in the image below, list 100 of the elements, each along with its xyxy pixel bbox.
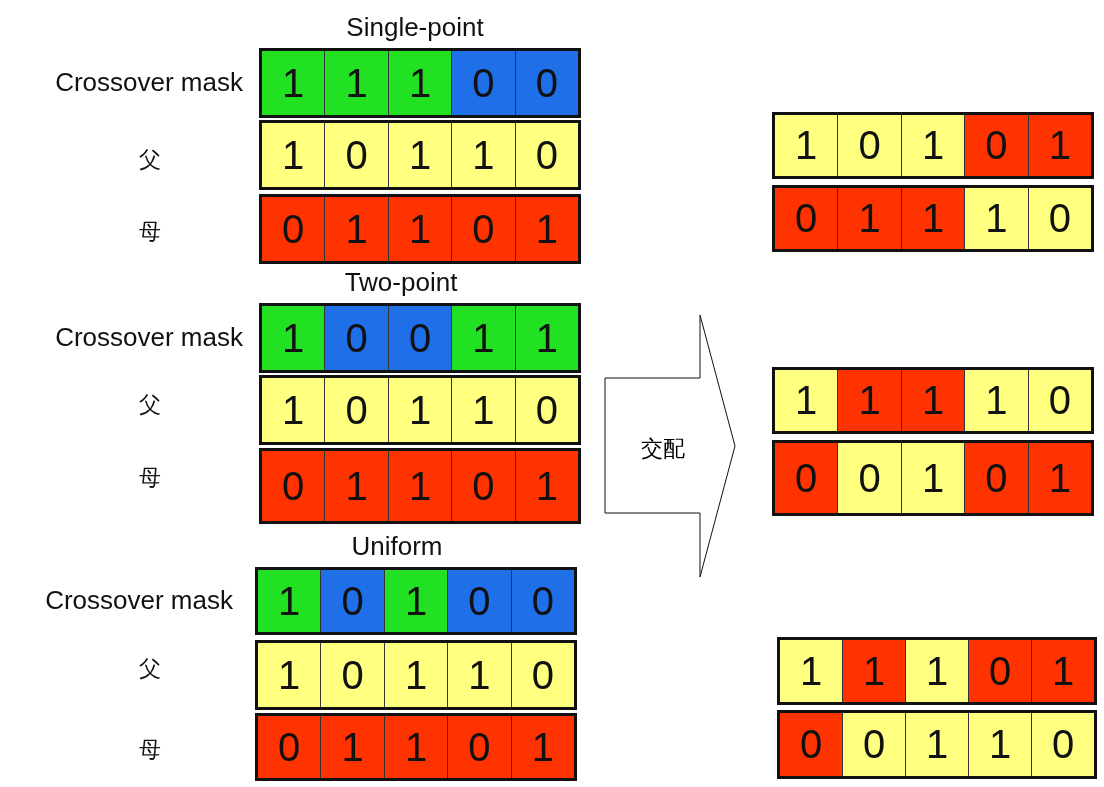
bit-cell: 1 xyxy=(838,188,902,249)
bit-cell: 0 xyxy=(262,197,326,261)
bit-cell: 0 xyxy=(780,713,843,776)
row-label: Crossover mask xyxy=(55,67,243,99)
bit-cell: 1 xyxy=(901,370,966,431)
bit-cell: 0 xyxy=(325,378,389,442)
bit-cell: 1 xyxy=(388,197,453,261)
arrow-label: 交配 xyxy=(641,435,685,463)
bit-cell: 1 xyxy=(388,451,453,521)
row-label: 母 xyxy=(139,735,161,764)
bit-cell: 1 xyxy=(262,123,326,187)
bit-cell: 0 xyxy=(843,713,906,776)
row-label: Crossover mask xyxy=(45,585,233,617)
section-title: Uniform xyxy=(351,531,443,563)
bit-cell: 1 xyxy=(515,451,579,521)
row-label: 母 xyxy=(139,217,161,246)
bit-cell: 0 xyxy=(1028,188,1092,249)
bit-cell: 0 xyxy=(511,570,575,632)
bit-cell: 1 xyxy=(452,378,516,442)
bit-cell: 1 xyxy=(843,640,906,702)
bit-cell: 0 xyxy=(452,51,516,115)
bit-string-bar xyxy=(255,567,577,635)
bit-cell: 1 xyxy=(515,197,579,261)
bit-cell: 0 xyxy=(452,451,516,521)
bit-cell: 0 xyxy=(965,443,1029,513)
bit-string-bar xyxy=(777,637,1097,705)
bit-string-bar xyxy=(259,48,581,118)
bit-string-bar xyxy=(259,303,581,373)
bit-cell: 1 xyxy=(901,443,966,513)
bit-cell: 1 xyxy=(906,713,969,776)
bit-cell: 1 xyxy=(384,716,449,778)
bit-cell: 1 xyxy=(388,51,453,115)
bit-cell: 1 xyxy=(262,306,326,370)
bit-cell: 1 xyxy=(1028,443,1092,513)
bit-cell: 1 xyxy=(388,378,453,442)
bit-cell: 0 xyxy=(448,716,512,778)
bit-cell: 1 xyxy=(901,188,966,249)
bit-cell: 1 xyxy=(901,115,966,176)
bit-cell: 1 xyxy=(452,123,516,187)
bit-cell: 0 xyxy=(1028,370,1092,431)
bit-string-bar xyxy=(259,120,581,190)
bit-string-bar xyxy=(259,375,581,445)
bit-cell: 0 xyxy=(969,640,1032,702)
bit-cell: 0 xyxy=(1032,713,1094,776)
bit-string-bar xyxy=(772,440,1094,516)
bit-cell: 1 xyxy=(780,640,843,702)
bit-cell: 1 xyxy=(384,643,449,707)
bit-string-bar xyxy=(772,112,1094,179)
bit-cell: 1 xyxy=(1028,115,1092,176)
bit-cell: 1 xyxy=(838,370,902,431)
bit-string-bar xyxy=(772,367,1094,434)
section-title: Two-point xyxy=(344,267,458,299)
bit-cell: 1 xyxy=(775,115,839,176)
bit-cell: 1 xyxy=(775,370,839,431)
bit-cell: 0 xyxy=(262,451,326,521)
bit-cell: 1 xyxy=(511,716,575,778)
bit-cell: 0 xyxy=(325,306,389,370)
bit-cell: 0 xyxy=(321,643,385,707)
bit-string-bar xyxy=(255,640,577,710)
bit-cell: 0 xyxy=(838,443,902,513)
bit-cell: 1 xyxy=(325,51,389,115)
bit-cell: 1 xyxy=(262,378,326,442)
bit-cell: 1 xyxy=(325,197,389,261)
bit-cell: 0 xyxy=(258,716,322,778)
bit-string-bar xyxy=(777,710,1097,779)
bit-cell: 0 xyxy=(515,123,579,187)
bit-string-bar xyxy=(255,713,577,781)
bit-cell: 0 xyxy=(515,51,579,115)
bit-cell: 1 xyxy=(384,570,449,632)
row-label: 母 xyxy=(139,463,161,492)
bit-cell: 1 xyxy=(965,370,1029,431)
bit-cell: 1 xyxy=(321,716,385,778)
bit-cell: 1 xyxy=(448,643,512,707)
bit-cell: 1 xyxy=(1032,640,1094,702)
bit-cell: 1 xyxy=(515,306,579,370)
section-title: Single-point xyxy=(346,12,484,44)
bit-cell: 0 xyxy=(452,197,516,261)
row-label: Crossover mask xyxy=(55,322,243,354)
bit-cell: 1 xyxy=(965,188,1029,249)
bit-cell: 1 xyxy=(452,306,516,370)
bit-cell: 1 xyxy=(258,570,322,632)
bit-cell: 0 xyxy=(511,643,575,707)
bit-cell: 0 xyxy=(775,443,839,513)
bit-cell: 0 xyxy=(838,115,902,176)
bit-string-bar xyxy=(259,448,581,524)
bit-cell: 1 xyxy=(325,451,389,521)
bit-string-bar xyxy=(772,185,1094,252)
bit-string-bar xyxy=(259,194,581,264)
row-label: 父 xyxy=(139,390,161,419)
bit-cell: 1 xyxy=(906,640,969,702)
row-label: 父 xyxy=(139,145,161,174)
bit-cell: 0 xyxy=(515,378,579,442)
bit-cell: 0 xyxy=(388,306,453,370)
bit-cell: 0 xyxy=(775,188,839,249)
bit-cell: 0 xyxy=(325,123,389,187)
bit-cell: 1 xyxy=(969,713,1032,776)
row-label: 父 xyxy=(139,654,161,683)
bit-cell: 0 xyxy=(448,570,512,632)
bit-cell: 1 xyxy=(388,123,453,187)
bit-cell: 1 xyxy=(258,643,322,707)
